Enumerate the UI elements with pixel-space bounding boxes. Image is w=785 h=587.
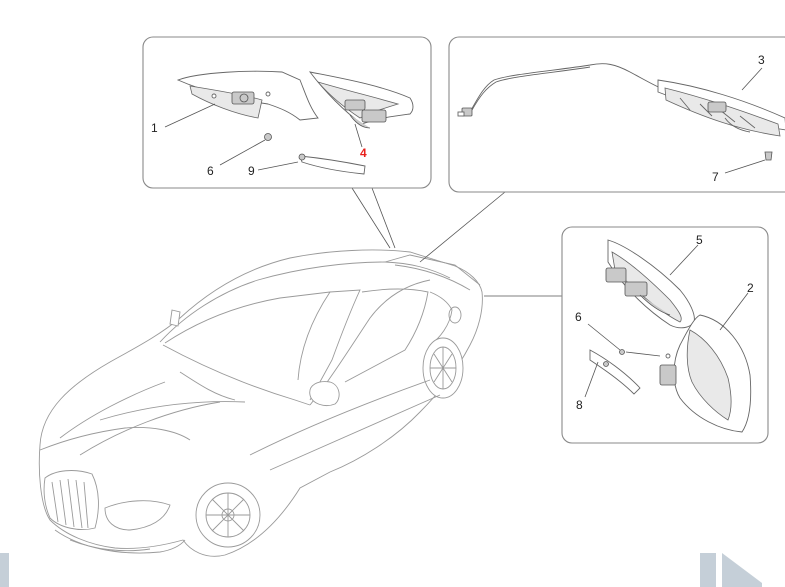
- callout-3: 3: [758, 53, 765, 67]
- lamp-housing-part: [605, 239, 695, 329]
- callout-7: 7: [712, 170, 719, 184]
- next-page-button[interactable]: [700, 553, 762, 587]
- small-lamp-part: [298, 153, 366, 175]
- third-brake-light-part: [657, 79, 785, 137]
- panel-top-right: 3 7: [448, 36, 785, 193]
- panel-right: 5 2 6 8: [561, 226, 769, 444]
- callout-6-right: 6: [575, 310, 582, 324]
- callout-1: 1: [151, 121, 158, 135]
- callout-4: 4: [360, 146, 367, 160]
- prev-page-button[interactable]: [0, 553, 12, 587]
- tail-light-inner-part: [308, 71, 414, 129]
- car-illustration: [38, 249, 483, 557]
- tail-light-outer-part: [176, 70, 319, 121]
- callout-8: 8: [576, 398, 583, 412]
- panel-top-left: 1 4 6 9: [142, 36, 432, 189]
- panel-leaders: [351, 187, 562, 297]
- outer-lamp-lens-part: [659, 314, 752, 433]
- reflector-part: [589, 349, 641, 395]
- callout-6-top: 6: [207, 164, 214, 178]
- callout-2: 2: [747, 281, 754, 295]
- previous-arrow-icon: [0, 553, 9, 587]
- callout-5: 5: [696, 233, 703, 247]
- next-arrow-icon: [700, 553, 762, 587]
- nut-part: [264, 133, 272, 141]
- callout-9: 9: [248, 164, 255, 178]
